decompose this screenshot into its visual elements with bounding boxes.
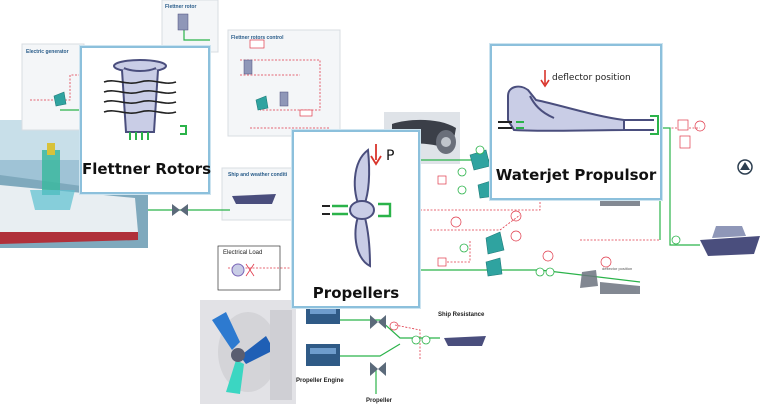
- waterjet-icon: [498, 85, 659, 135]
- panel-title-flettner-rotor: Flettner rotor: [165, 4, 197, 10]
- compass-icon: [737, 159, 753, 175]
- deflector-position-label: deflector position: [552, 73, 631, 83]
- propeller-cfd-photo: [200, 300, 296, 404]
- panel-title-electric-generator: Electric generator: [26, 49, 69, 55]
- panel-title-electrical-load: Electrical Load: [223, 250, 263, 256]
- panel-title-ship-weather: Ship and weather conditi: [228, 172, 288, 178]
- panel-title-flettner-rotors-control: Flettner rotors control: [231, 35, 284, 41]
- flettner-rotor-icon: [103, 59, 187, 140]
- label-deflector-small: deflector position: [602, 266, 633, 271]
- waterjet-propulsor-card: deflector position Waterjet Propulsor: [490, 44, 662, 200]
- power-arrow-icon: [370, 144, 382, 166]
- propeller-power-label: P: [386, 148, 395, 164]
- propellers-card: P Propellers: [292, 130, 420, 308]
- engine-icon: [306, 304, 340, 366]
- deflector-arrow-icon: [540, 70, 550, 88]
- propellers-title: Propellers: [312, 284, 400, 302]
- ship-icon: [700, 226, 760, 256]
- label-propeller: Propeller: [366, 398, 393, 404]
- generator-icon: [231, 263, 255, 277]
- waterjet-propulsor-title: Waterjet Propulsor: [495, 166, 657, 184]
- propeller-icon: [322, 148, 392, 268]
- flettner-rotors-card: Flettner Rotors: [80, 46, 212, 194]
- flettner-rotors-title: Flettner Rotors: [82, 160, 212, 178]
- label-propeller-engine: Propeller Engine: [296, 378, 344, 384]
- label-ship-resistance: Ship Resistance: [438, 312, 485, 318]
